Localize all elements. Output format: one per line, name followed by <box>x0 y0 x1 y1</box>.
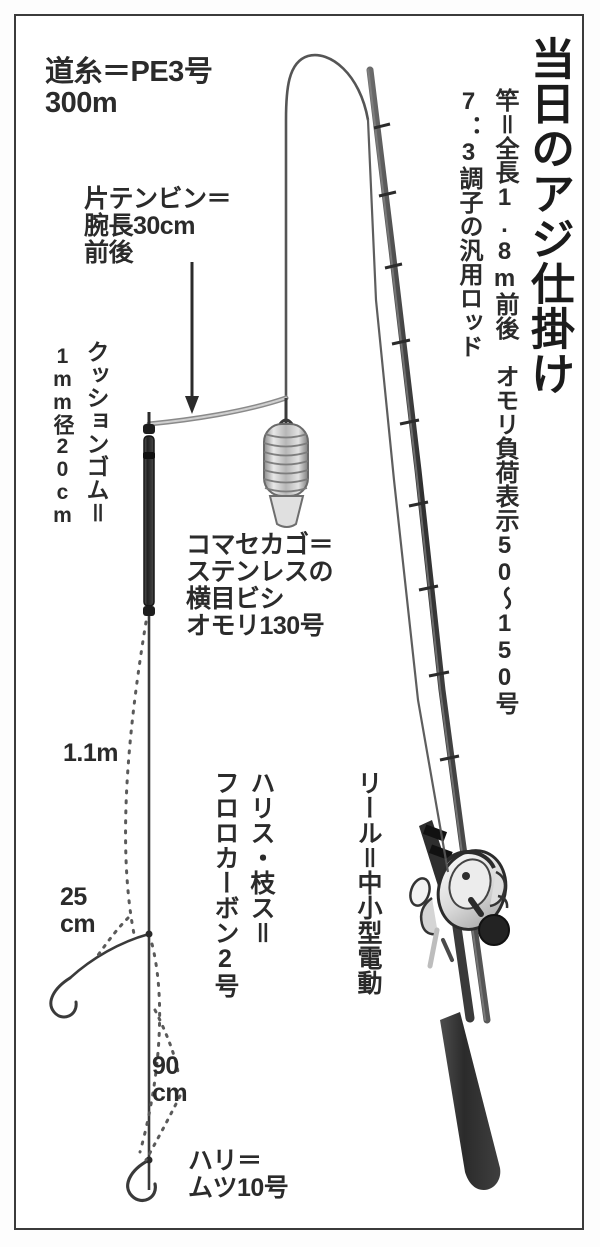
harisu-label: ハリス・枝ス＝ <box>247 770 275 945</box>
rod-spec-line-1: 竿＝全長1.8m前後 オモリ負荷表示50〜150号 <box>491 88 518 715</box>
main-line-label: 道糸＝PE3号 300m <box>45 56 213 120</box>
measurement-upper-branch: 1.1m <box>63 739 118 767</box>
rod-spec-line-2: 7：3調子の汎用ロッド <box>455 88 482 358</box>
tenbin-pointer-arrow <box>185 262 199 414</box>
page-title: 当日のアジ仕掛け <box>524 36 573 396</box>
cushion-rubber-label: クッションゴム＝ <box>83 340 109 524</box>
chum-basket-label: コマセカゴ＝ ステンレスの 横目ビシ オモリ130号 <box>186 531 334 640</box>
measurement-lower-branch: 90 cm <box>152 1052 188 1107</box>
cushion-rubber <box>143 412 155 616</box>
hook-label: ハリ＝ ムツ10号 <box>188 1147 289 1202</box>
harisu-spec-label: フロロカーボン2号 <box>211 770 239 998</box>
main-line <box>284 53 450 873</box>
measurement-branch-drop: 25 cm <box>60 883 96 938</box>
diagram-border-frame <box>14 14 584 1230</box>
electric-reel <box>409 849 510 969</box>
cushion-rubber-size: 1mm径20cm <box>51 345 74 527</box>
tenbin-arm <box>146 262 289 427</box>
rod-guides <box>373 122 460 762</box>
tenbin-label: 片テンビン＝ 腕長30cm 前後 <box>84 185 232 267</box>
leader-and-branch-lines <box>49 616 182 1202</box>
reel-label: リール＝中小型電動 <box>354 770 382 995</box>
chum-basket-kago <box>263 398 309 528</box>
